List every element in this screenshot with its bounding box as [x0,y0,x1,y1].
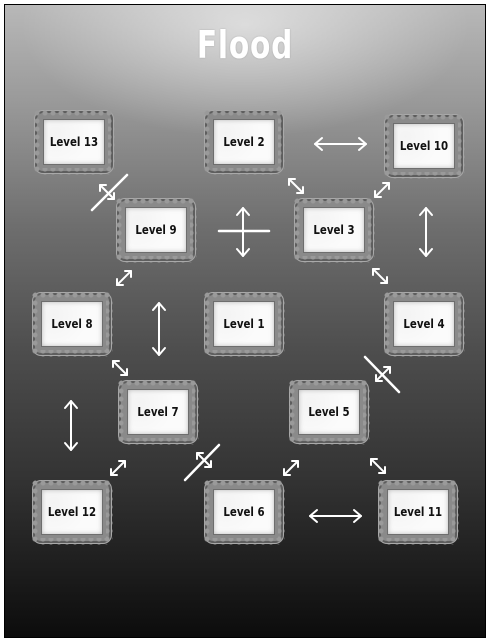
level-4-tile[interactable]: Level 4 [383,291,465,357]
arrow-level10-level3 [374,182,390,198]
arrow-level6-level11 [309,509,362,523]
level-label: Level 11 [393,505,443,519]
level-label: Level 13 [49,135,99,149]
arrow-level5-level6 [283,460,299,476]
arrow-level13-level9-blocked [90,173,129,212]
level-label: Level 3 [313,223,355,237]
arrow-level9-level8 [116,270,132,286]
level-label: Level 5 [308,405,350,419]
arrow-level2-level10 [314,137,367,151]
game-title: Flood [196,23,294,67]
arrow-level8-level12 [64,400,78,451]
level-label: Level 8 [51,317,93,331]
level-7-tile[interactable]: Level 7 [117,379,199,445]
level-label: Level 4 [403,317,445,331]
level-label: Level 2 [223,135,265,149]
connection-arrows [64,137,433,523]
arrow-level7-level12 [110,460,126,476]
arrow-level2-level9-blocked [217,207,271,257]
arrow-level4-level5-blocked [363,355,401,394]
level-2-tile[interactable]: Level 2 [203,109,285,175]
level-6-tile[interactable]: Level 6 [203,479,285,545]
arrow-level2-level3 [288,178,304,194]
arrow-level9-level7 [152,302,166,356]
level-select-screen: Flood [4,4,486,638]
level-label: Level 9 [135,223,177,237]
arrow-level7-level6-blocked [183,443,221,482]
level-13-tile[interactable]: Level 13 [33,109,115,175]
level-label: Level 12 [47,505,97,519]
level-5-tile[interactable]: Level 5 [288,379,370,445]
level-label: Level 7 [137,405,179,419]
level-8-tile[interactable]: Level 8 [31,291,113,357]
arrow-level8-level7 [112,360,128,376]
level-12-tile[interactable]: Level 12 [31,479,113,545]
level-label: Level 1 [223,317,265,331]
level-9-tile[interactable]: Level 9 [115,197,197,263]
arrow-level10-level4 [419,207,433,257]
level-11-tile[interactable]: Level 11 [377,479,459,545]
level-label: Level 10 [399,139,449,153]
arrow-level5-level11 [370,458,386,474]
level-1-tile[interactable]: Level 1 [203,291,285,357]
level-3-tile[interactable]: Level 3 [293,197,375,263]
arrow-level3-level4 [372,268,388,284]
level-10-tile[interactable]: Level 10 [383,113,465,179]
level-label: Level 6 [223,505,265,519]
